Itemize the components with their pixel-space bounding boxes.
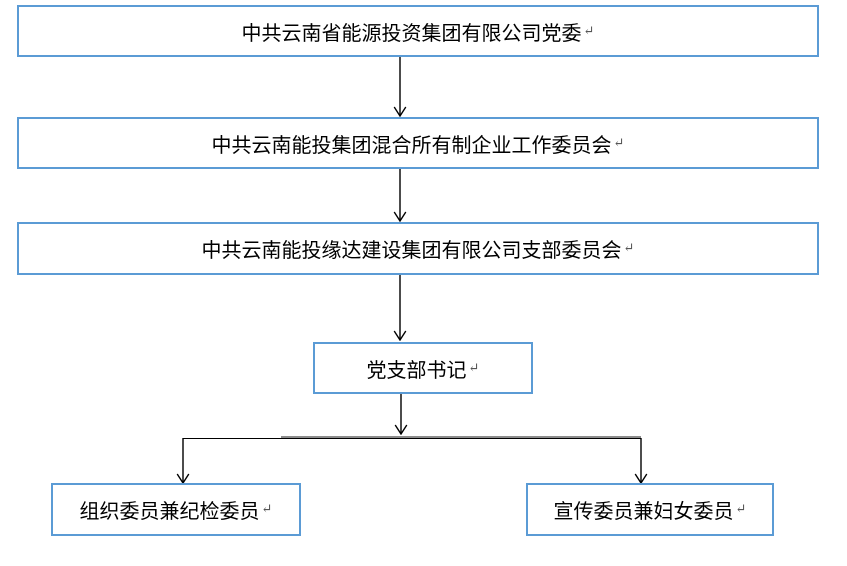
node-label: 组织委员兼纪检委员 bbox=[79, 499, 260, 523]
node-label: 宣传委员兼妇女委员 bbox=[553, 499, 734, 523]
arrow-down-connector-right bbox=[634, 438, 648, 484]
node-label: 中共云南省能源投资集团有限公司党委 bbox=[241, 20, 582, 45]
node-yuanda-branch-committee: 中共云南能投缘达建设集团有限公司支部委员会↵ bbox=[17, 222, 819, 275]
return-mark-icon: ↵ bbox=[613, 135, 625, 151]
return-mark-icon: ↵ bbox=[583, 23, 595, 39]
node-label: 中共云南能投集团混合所有制企业工作委员会 bbox=[211, 132, 612, 157]
node-publicity-women-member: 宣传委员兼妇女委员↵ bbox=[526, 483, 774, 536]
node-label: 中共云南能投缘达建设集团有限公司支部委员会 bbox=[201, 238, 622, 262]
return-mark-icon: ↵ bbox=[735, 502, 747, 517]
node-group-party-committee: 中共云南省能源投资集团有限公司党委↵ bbox=[17, 5, 819, 57]
arrow-down-connector-4 bbox=[394, 394, 408, 435]
return-mark-icon: ↵ bbox=[623, 241, 635, 256]
arrow-down-connector-3 bbox=[393, 275, 407, 341]
arrow-down-connector-left bbox=[176, 438, 190, 484]
return-mark-icon: ↵ bbox=[468, 360, 480, 376]
node-mixed-ownership-work-committee: 中共云南能投集团混合所有制企业工作委员会↵ bbox=[17, 117, 819, 169]
arrow-down-connector-1 bbox=[393, 57, 407, 117]
node-party-branch-secretary: 党支部书记↵ bbox=[313, 342, 533, 394]
arrow-down-connector-2 bbox=[393, 169, 407, 222]
node-organization-discipline-member: 组织委员兼纪检委员↵ bbox=[51, 483, 301, 536]
branch-bar-overlap-line bbox=[281, 435, 641, 438]
node-label: 党支部书记 bbox=[366, 357, 467, 382]
return-mark-icon: ↵ bbox=[261, 502, 273, 517]
branch-bar-line bbox=[183, 437, 641, 439]
